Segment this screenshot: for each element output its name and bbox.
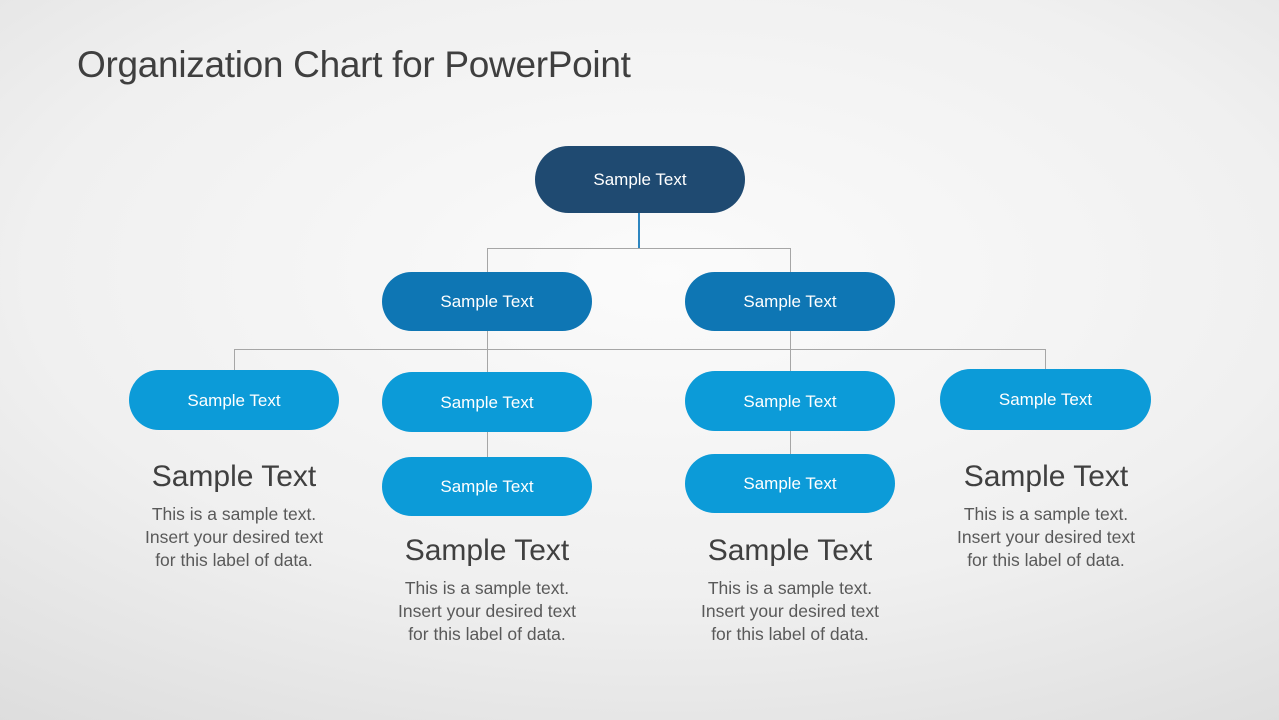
connector-stub-l2b [790, 331, 791, 349]
caption-line: This is a sample text. [707, 577, 873, 598]
caption-heading: Sample Text [404, 534, 570, 567]
connector-rail-level3 [234, 349, 1046, 350]
caption-line: for this label of data. [711, 623, 869, 644]
caption-heading: Sample Text [963, 460, 1129, 493]
org-node-level3-col2: Sample Text [382, 372, 592, 432]
caption-line: Insert your desired text [957, 526, 1135, 547]
caption-line: Insert your desired text [398, 600, 576, 621]
caption-heading: Sample Text [707, 534, 873, 567]
caption-line: Insert your desired text [701, 600, 879, 621]
caption-heading: Sample Text [151, 460, 317, 493]
connector-drop-l3d [1045, 349, 1046, 370]
slide-title: Organization Chart for PowerPoint [77, 44, 631, 85]
org-node-level3-col1: Sample Text [129, 370, 339, 430]
caption-line: for this label of data. [155, 549, 313, 570]
org-node-level4-col3: Sample Text [685, 454, 895, 513]
connector-stub-l2a [487, 331, 488, 349]
caption-col1: Sample Text This is a sample text. Inser… [119, 461, 349, 572]
connector-drop-l4c [790, 431, 791, 454]
connector-drop-l2a [487, 248, 488, 273]
caption-col2: Sample Text This is a sample text. Inser… [372, 535, 602, 646]
caption-line: for this label of data. [408, 623, 566, 644]
connector-rail-level2 [487, 248, 791, 249]
org-node-level2-right: Sample Text [685, 272, 895, 331]
caption-line: This is a sample text. [151, 503, 317, 524]
org-node-level3-col3: Sample Text [685, 371, 895, 431]
org-node-level4-col2: Sample Text [382, 457, 592, 516]
connector-drop-l2b [790, 248, 791, 273]
connector-drop-l4b [487, 432, 488, 457]
org-node-root: Sample Text [535, 146, 745, 213]
connector-root-drop [638, 213, 640, 249]
caption-line: This is a sample text. [404, 577, 570, 598]
org-node-level2-left: Sample Text [382, 272, 592, 331]
caption-col4: Sample Text This is a sample text. Inser… [931, 461, 1161, 572]
caption-line: Insert your desired text [145, 526, 323, 547]
connector-drop-l3b [487, 349, 488, 372]
org-node-level3-col4: Sample Text [940, 369, 1151, 430]
caption-col3: Sample Text This is a sample text. Inser… [675, 535, 905, 646]
caption-line: This is a sample text. [963, 503, 1129, 524]
connector-drop-l3a [234, 349, 235, 370]
connector-drop-l3c [790, 349, 791, 371]
caption-line: for this label of data. [967, 549, 1125, 570]
